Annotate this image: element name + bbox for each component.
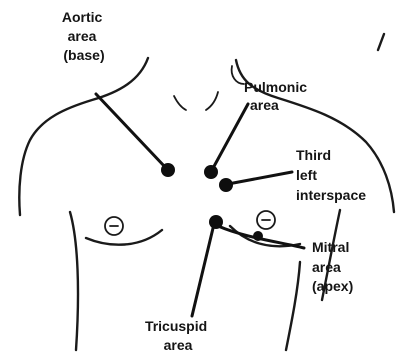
pulmonic-point [204, 165, 218, 179]
tricuspid-point [209, 215, 223, 229]
left-shoulder-outline [19, 58, 148, 215]
tricuspid-label: Tricuspid area [145, 318, 211, 353]
aortic-leader [96, 94, 166, 168]
sternal-notch [174, 92, 218, 110]
third-left-leader [228, 172, 292, 184]
labels: Aortic area (base) Pulmonic area Third l… [62, 9, 366, 353]
corner-mark [378, 34, 384, 50]
aortic-point [161, 163, 175, 177]
third-left-label: Third left interspace [296, 147, 366, 203]
pulmonic-label: Pulmonic area [244, 79, 311, 113]
mitral-label: Mitral area (apex) [312, 239, 353, 294]
left-arm-line [70, 212, 78, 350]
left-nipple [105, 217, 123, 235]
leader-lines [96, 94, 304, 316]
right-lower-torso [286, 262, 300, 350]
mitral-point [253, 231, 263, 241]
right-nipple [257, 211, 275, 229]
aortic-label: Aortic area (base) [62, 9, 106, 63]
left-pectoral-line [86, 230, 162, 245]
tricuspid-leader [192, 224, 214, 316]
third-left-interspace-point [219, 178, 233, 192]
pulmonic-leader [212, 104, 248, 170]
